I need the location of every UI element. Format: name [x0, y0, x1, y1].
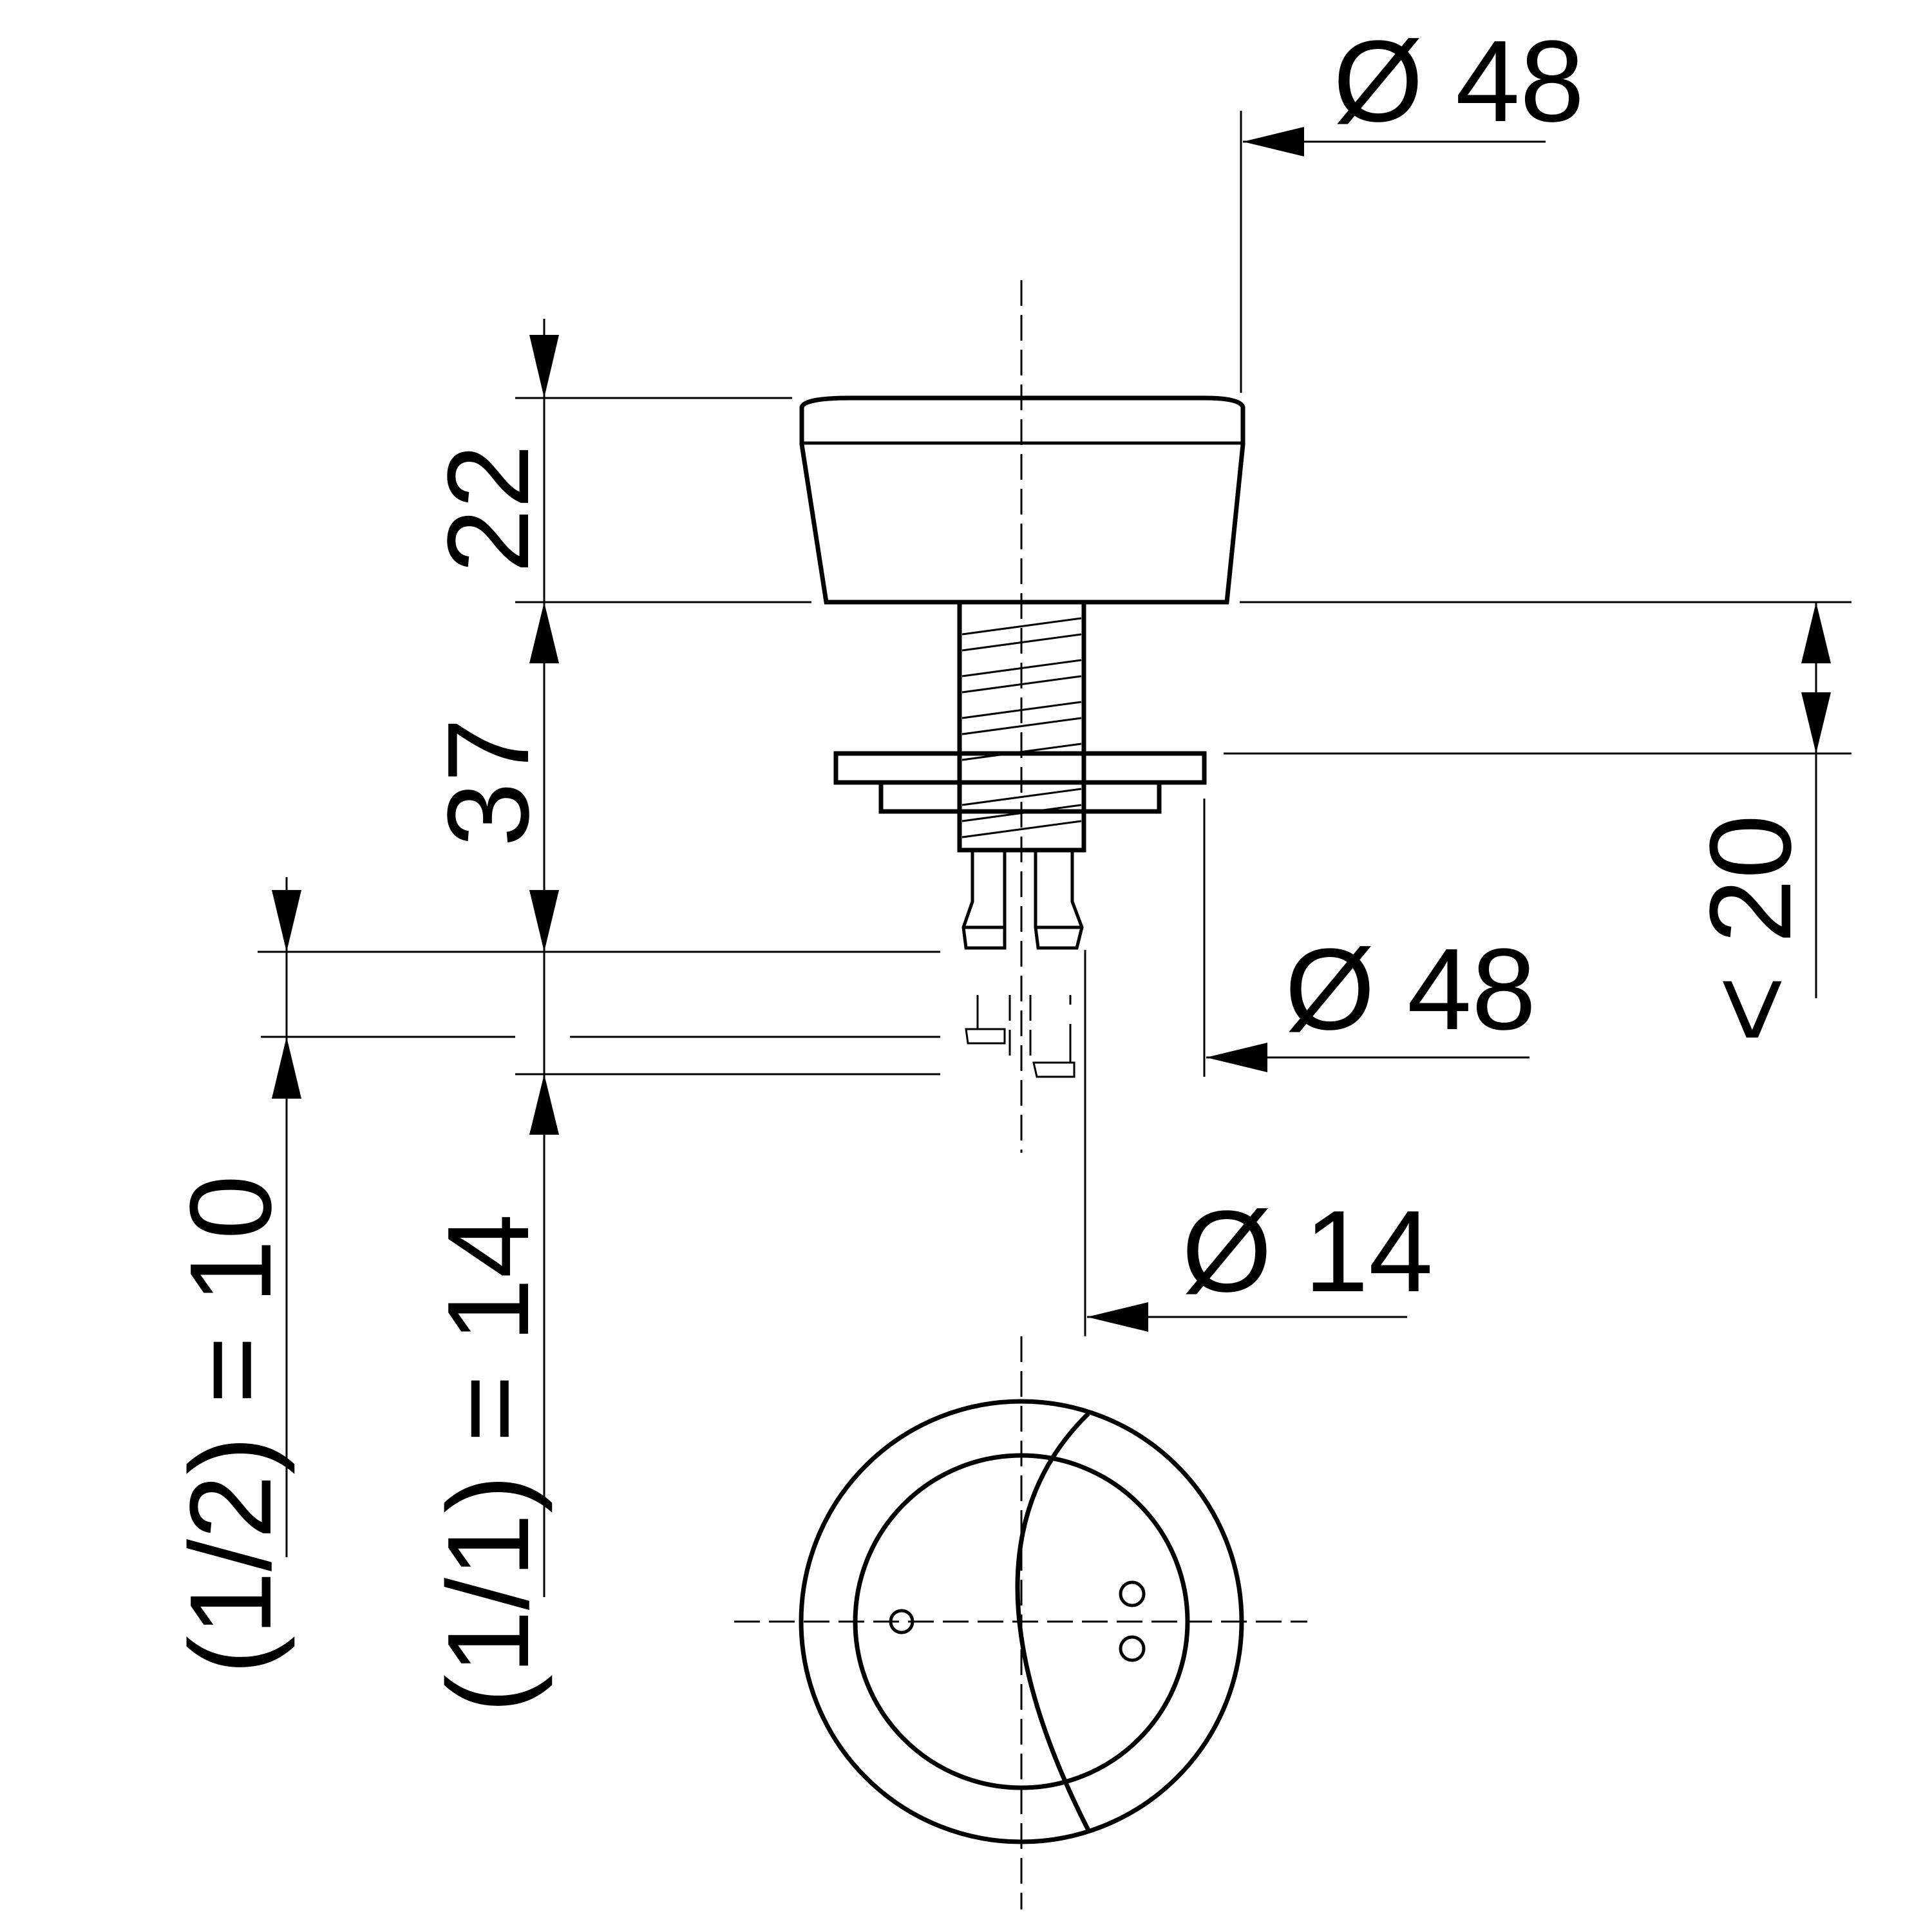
top-view: [734, 1336, 1307, 1909]
max-thickness-label: < 20: [1686, 815, 1815, 1043]
half-flush-travel-label: (1/2) = 10: [166, 1175, 296, 1674]
inner-button: [853, 1453, 1190, 1790]
arrow-head: [529, 1074, 559, 1135]
arrow-head: [529, 890, 559, 952]
arrow-head: [272, 890, 301, 952]
push-pin-left: [961, 850, 1007, 950]
hole-right-bottom: [1119, 1635, 1146, 1662]
arrow-head: [272, 1037, 301, 1099]
split-arc: [1015, 1412, 1091, 1832]
arrow-head: [1801, 602, 1831, 663]
mid-diameter-label: Ø 48: [1285, 925, 1536, 1054]
push-pin-right: [1034, 850, 1084, 950]
threaded-stem: [957, 600, 1086, 853]
mounting-flange: [833, 751, 1207, 785]
top-diameter-label: Ø 48: [1333, 17, 1584, 146]
arrow-head: [529, 602, 559, 663]
full-flush-travel-label: (1/1) = 14: [424, 1214, 553, 1713]
dim-half-flush: (1/2) = 10: [166, 877, 301, 1674]
dim-max-thickness: < 20: [1224, 601, 1852, 1043]
dim-top-diameter: Ø 48: [1240, 17, 1584, 393]
arrow-head: [1087, 1302, 1148, 1332]
side-view: [799, 280, 1245, 1153]
arrow-head: [1243, 127, 1304, 156]
button-height-label: 22: [424, 444, 553, 573]
stem-length-label: 37: [424, 718, 553, 847]
hole-left: [889, 1609, 914, 1634]
arrow-head: [1206, 1043, 1267, 1072]
arrow-head: [529, 335, 559, 398]
outer-ring: [799, 1399, 1244, 1844]
dim-mid-diameter: Ø 48: [1203, 799, 1536, 1077]
dim-height-stack: 22 37 (1/1) = 14: [258, 319, 940, 1713]
button-cap: [799, 395, 1245, 605]
mounting-nut: [878, 780, 1162, 814]
hole-right-top: [1119, 1580, 1146, 1607]
dim-pin-diameter: Ø 14: [1084, 950, 1433, 1336]
arrow-head: [1801, 692, 1831, 753]
pin-pressed-full: [1009, 995, 1032, 1063]
pin-pressed-half: [965, 995, 1006, 1045]
pin-diameter-label: Ø 14: [1182, 1187, 1433, 1316]
